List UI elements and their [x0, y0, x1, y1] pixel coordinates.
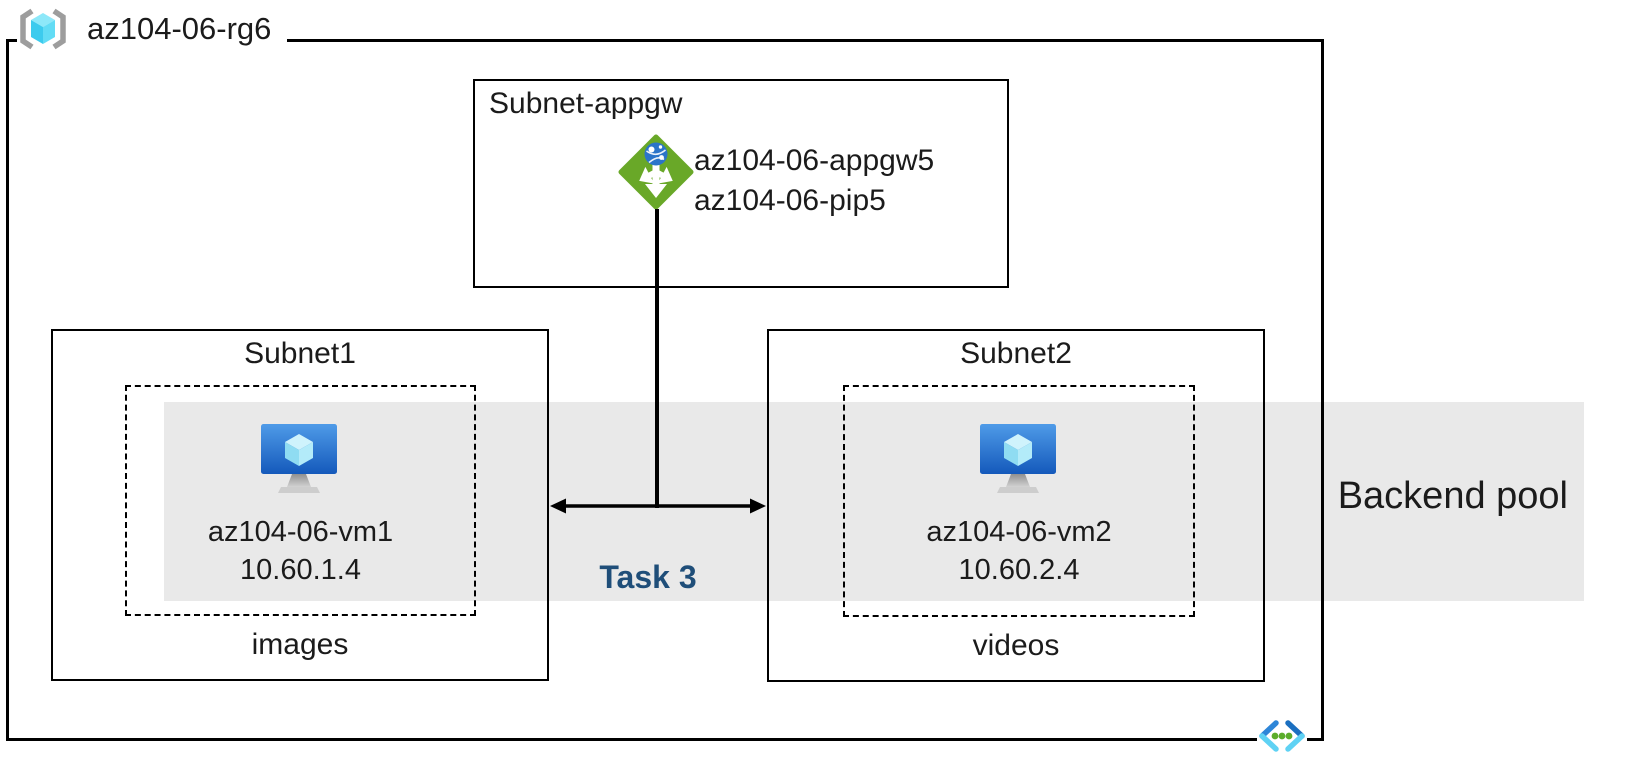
subnet2-box: Subnet2: [767, 329, 1265, 682]
application-gateway-icon: [618, 134, 694, 210]
backend-pool-label: Backend pool: [1337, 474, 1568, 517]
virtual-machine-icon: [261, 424, 337, 493]
backend-pool-band: Backend pool: [164, 402, 1584, 601]
vm1-name: az104-06-vm1: [207, 516, 394, 548]
vm1-ip: 10.60.1.4: [240, 554, 361, 586]
subnet1-vm-group: az104-06-vm1 10.60.1.4: [125, 385, 476, 616]
vm2-ip: 10.60.2.4: [958, 554, 1080, 586]
subnet-appgw-box: Subnet-appgw: [473, 79, 1009, 288]
appgw-connector-line: [655, 209, 659, 508]
resource-group-header: az104-06-rg6: [17, 4, 288, 54]
subnet2-label: Subnet2: [960, 337, 1072, 370]
application-gateway-name: az104-06-appgw5: [694, 144, 935, 177]
resource-group-name: az104-06-rg6: [87, 11, 272, 46]
subnet1-vm-labels: az104-06-vm1 10.60.1.4: [127, 513, 474, 589]
subnet-appgw-label: Subnet-appgw: [489, 87, 683, 120]
virtual-machine-icon: [980, 424, 1056, 493]
subnet2-app-label: videos: [972, 629, 1060, 662]
subnet1-app-label: images: [251, 628, 349, 661]
vm2-name: az104-06-vm2: [926, 516, 1112, 548]
resource-group-icon: [20, 8, 66, 50]
public-ip-name: az104-06-pip5: [694, 184, 886, 217]
subnet2-vm-labels: az104-06-vm2 10.60.2.4: [845, 513, 1193, 589]
virtual-network-icon: [1257, 720, 1307, 752]
task-label: Task 3: [599, 559, 697, 595]
subnet2-vm-group: az104-06-vm2 10.60.2.4: [843, 385, 1195, 617]
resource-group-box: az104-06-rg6: [6, 4, 1324, 741]
subnet-double-arrow: [550, 498, 766, 514]
subnet1-box: Subnet1: [51, 329, 549, 681]
application-gateway-labels: az104-06-appgw5 az104-06-pip5: [694, 141, 934, 221]
subnet1-label: Subnet1: [244, 337, 356, 370]
